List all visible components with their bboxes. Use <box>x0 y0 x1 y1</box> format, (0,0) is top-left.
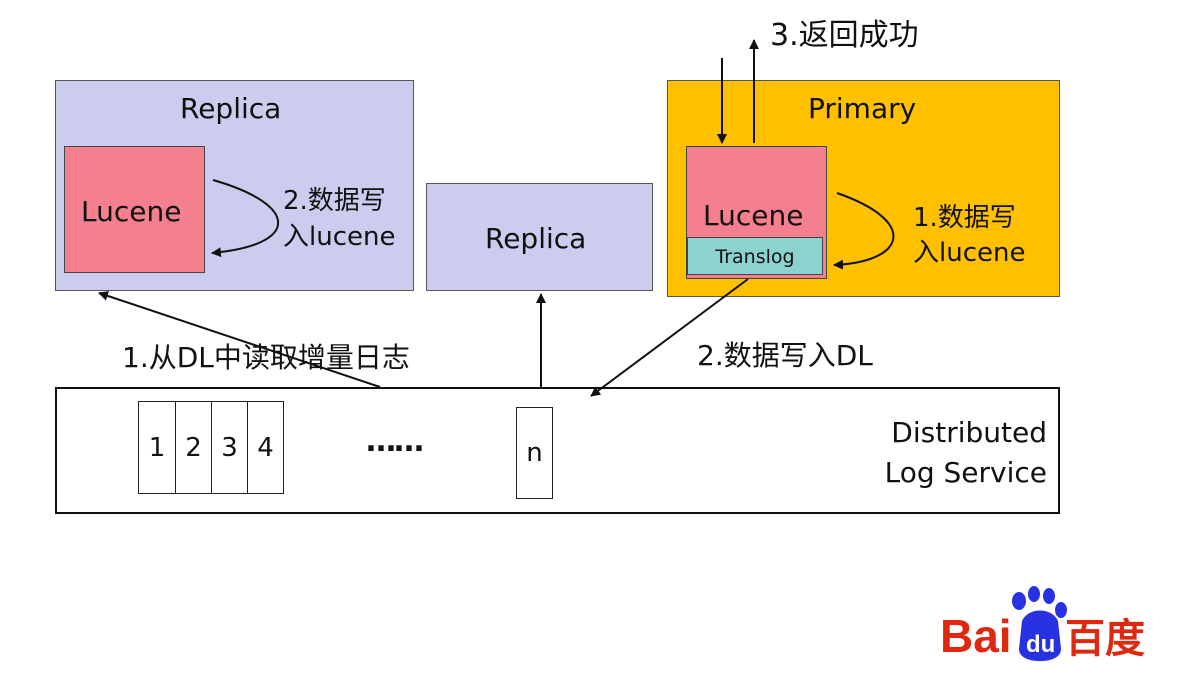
primary-step-line1: 1.数据写 <box>913 203 1016 233</box>
write-dl-label: 2.数据写入DL <box>697 339 873 372</box>
translog-box <box>687 237 823 275</box>
logo-chinese: 百度 <box>1065 616 1145 662</box>
replica-mid-title: Replica <box>485 222 587 255</box>
log-ellipsis: …… <box>366 424 424 459</box>
translog-label: Translog <box>715 246 795 268</box>
replica-step-line1: 2.数据写 <box>283 186 386 216</box>
logo-bai: Bai <box>940 610 1012 662</box>
return-success-label: 3.返回成功 <box>770 18 919 53</box>
replica-write-arrow <box>211 179 279 258</box>
read-log-arrow <box>98 291 381 388</box>
log-cell-n: n <box>516 407 553 499</box>
replica-node-middle <box>426 183 653 291</box>
lucene-box-left <box>64 146 205 273</box>
replica-step-line2: 入lucene <box>283 222 396 252</box>
dls-title-line2: Log Service <box>884 456 1047 489</box>
paw-icon <box>1012 586 1067 661</box>
primary-step-line2: 入lucene <box>913 238 1026 268</box>
log-cell-2: 2 <box>175 401 212 494</box>
lucene-primary-label: Lucene <box>703 199 804 232</box>
logo-du: du <box>1026 631 1055 658</box>
write-dl-arrow <box>590 278 749 397</box>
lucene-left-label: Lucene <box>81 195 182 228</box>
replica-left-title: Replica <box>180 92 282 125</box>
baidu-logo: Bai du 百度 <box>940 586 1145 662</box>
primary-title: Primary <box>808 92 917 125</box>
read-incremental-log-label: 1.从DL中读取增量日志 <box>122 341 410 374</box>
primary-write-arrow <box>833 192 895 270</box>
dls-title-line1: Distributed <box>891 416 1047 449</box>
log-cell-1: 1 <box>138 401 176 494</box>
log-cell-4: 4 <box>247 401 284 494</box>
